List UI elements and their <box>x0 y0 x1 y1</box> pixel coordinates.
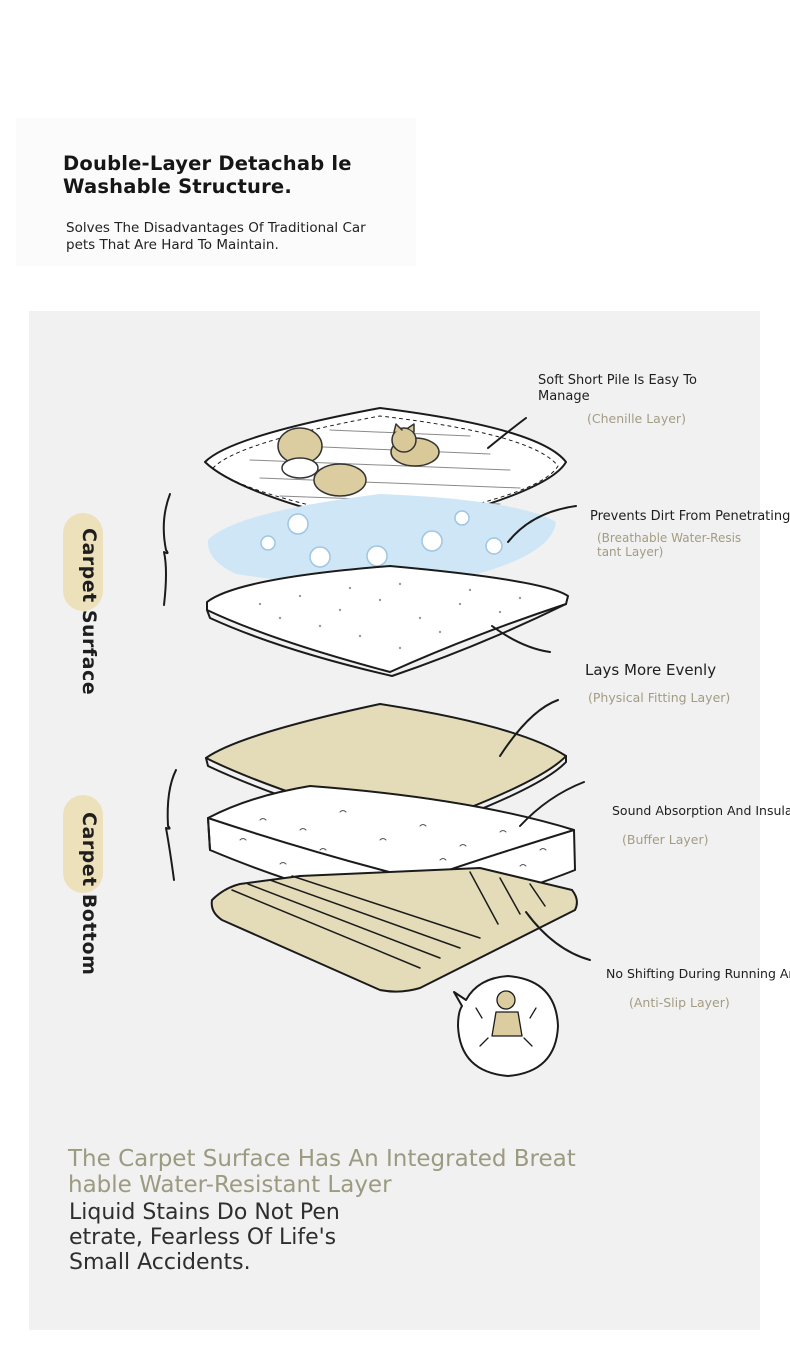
callout-buffer-sub: (Buffer Layer) <box>622 832 709 847</box>
callout-water-title: Prevents Dirt From Penetrating <box>590 509 790 524</box>
page-subtitle: Solves The Disadvantages Of Traditional … <box>66 220 366 253</box>
footer-highlight: The Carpet Surface Has An Integrated Bre… <box>68 1146 576 1198</box>
speech-bubble <box>453 975 559 1077</box>
chenille-layer <box>204 407 567 531</box>
callout-fitting-title: Lays More Evenly <box>585 661 717 679</box>
callout-water-sub: (Breathable Water-Resis tant Layer) <box>597 531 742 559</box>
header-band <box>16 118 416 266</box>
cat-figure <box>390 423 440 467</box>
callout-antislip-title: No Shifting During Running And <box>606 966 790 981</box>
callout-antislip-sub: (Anti-Slip Layer) <box>629 995 730 1010</box>
bottom-label-marker <box>63 795 103 893</box>
leader-water <box>507 505 577 543</box>
anti-slip-layer <box>210 867 578 993</box>
water-layer <box>207 494 556 587</box>
page-title: Double-Layer Detachab le Washable Struct… <box>63 152 352 198</box>
leader-dotted <box>491 625 551 653</box>
leader-fitting <box>499 699 559 757</box>
leader-buffer <box>519 781 585 827</box>
girl-figure <box>277 427 367 497</box>
callout-chenille-title: Soft Short Pile Is Easy To Manage <box>538 373 697 404</box>
leader-chenille <box>487 417 527 449</box>
callout-fitting-sub: (Physical Fitting Layer) <box>588 690 731 705</box>
footer-description: Liquid Stains Do Not Pen etrate, Fearles… <box>69 1200 340 1275</box>
brace-bottom <box>165 769 177 881</box>
leader-antislip <box>525 911 591 961</box>
carpet-bottom-label: Carpet Bottom <box>78 812 100 976</box>
callout-chenille-sub: (Chenille Layer) <box>587 411 686 426</box>
callout-buffer-title: Sound Absorption And Insulation <box>612 803 790 818</box>
brace-surface <box>162 493 171 606</box>
dotted-layer <box>206 565 569 677</box>
carpet-surface-label: Carpet Surface <box>78 528 100 696</box>
surface-label-marker <box>63 513 103 611</box>
